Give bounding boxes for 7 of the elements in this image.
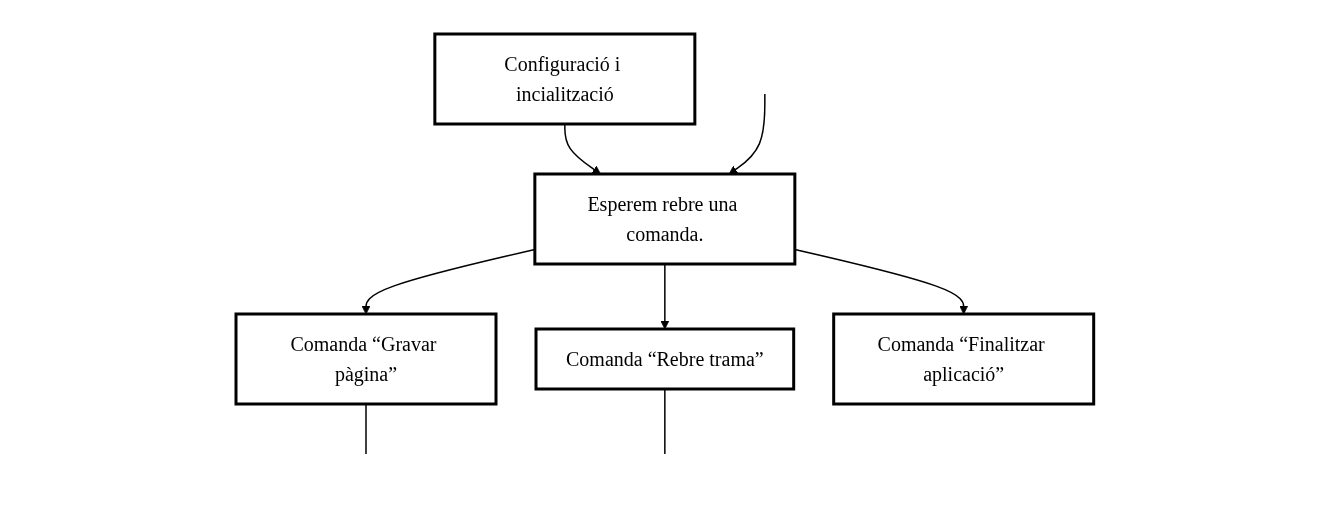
node-box: Comanda “Gravar pàgina” xyxy=(234,312,498,406)
arrow xyxy=(728,93,766,175)
arrow xyxy=(361,248,536,315)
node-box: Esperem rebre una comanda. xyxy=(533,172,797,266)
node-box: Comanda “Finalitzar aplicació” xyxy=(832,312,1096,406)
node-box: Configuració i incialització xyxy=(433,32,697,126)
node-box: Comanda “Rebre trama” xyxy=(534,327,796,391)
